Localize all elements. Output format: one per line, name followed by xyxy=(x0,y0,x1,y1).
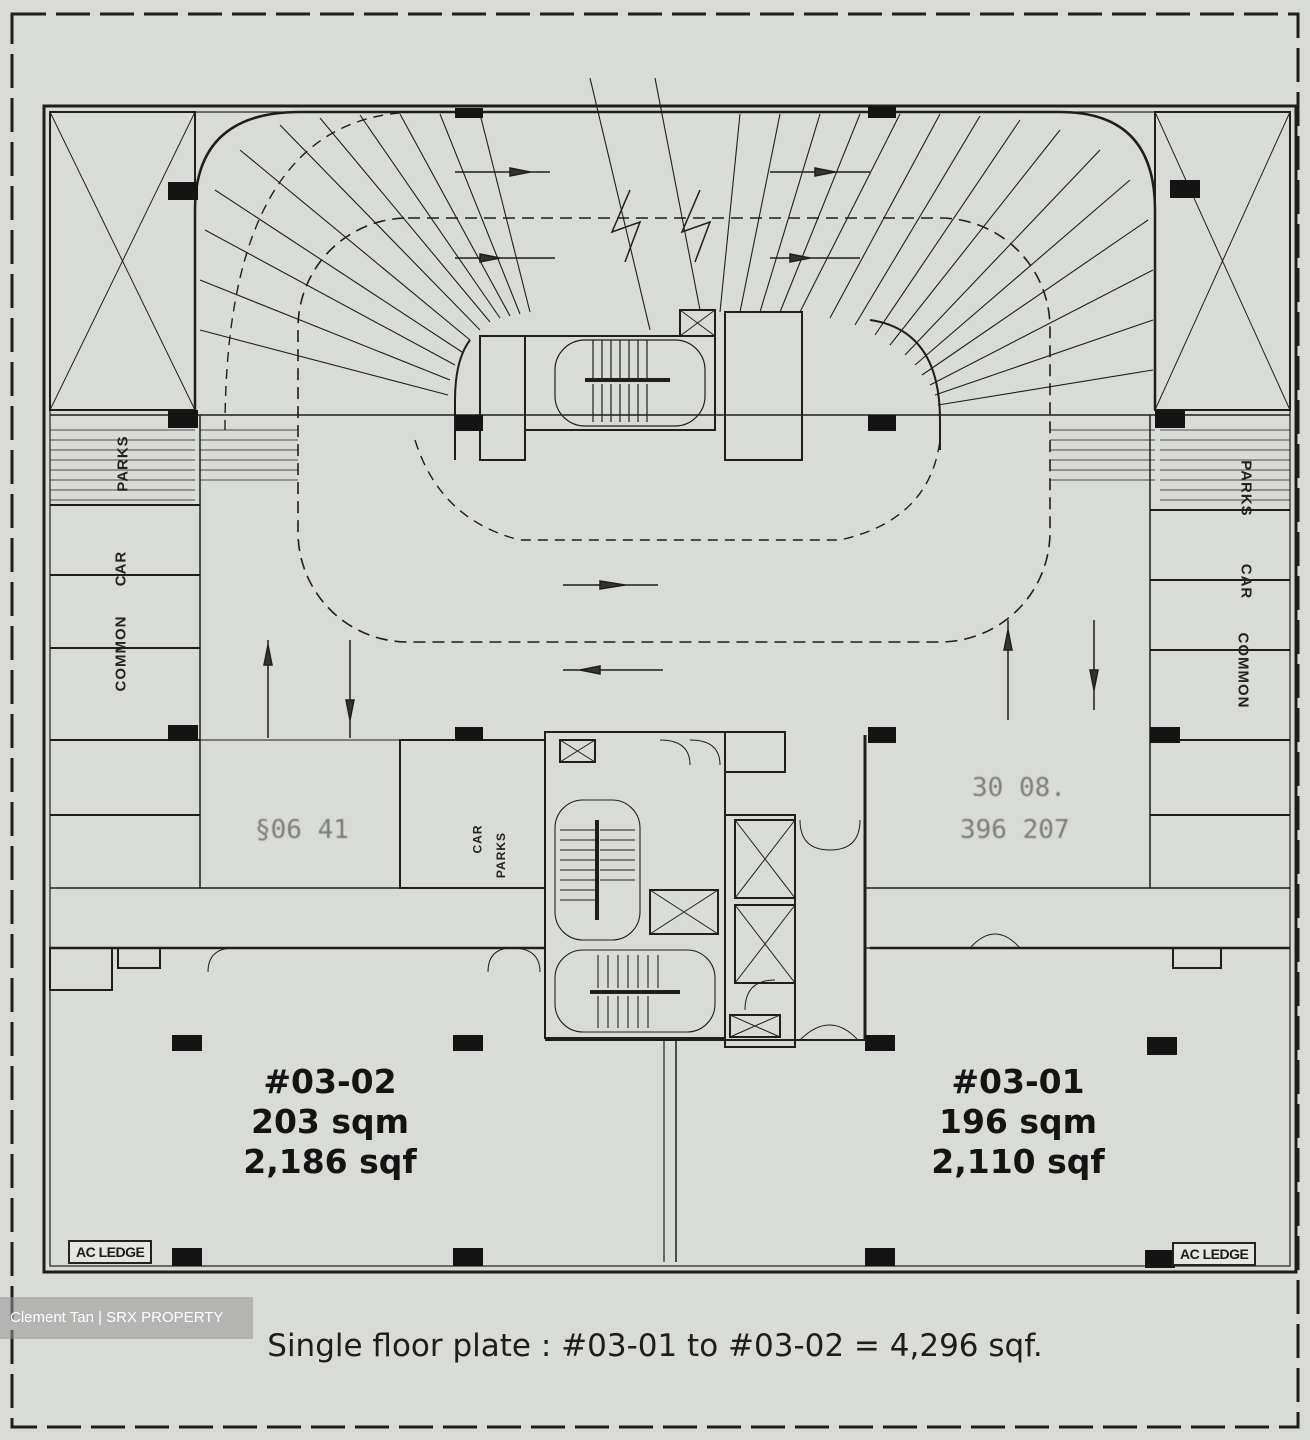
watermark: Clement Tan | SRX PROPERTY xyxy=(0,1297,253,1339)
stair-core-1 xyxy=(554,799,641,941)
carpark-label-center-parks: PARKS xyxy=(494,831,509,879)
unit-03-01-sqm: 196 sqm xyxy=(938,1102,1098,1141)
ghost-text-right-1: 30 08. xyxy=(972,773,1066,803)
ghost-text-left: §06 41 xyxy=(255,815,349,845)
unit-03-02-sqm: 203 sqm xyxy=(250,1102,410,1141)
carpark-label-right-car: CAR xyxy=(1237,563,1255,600)
carpark-label-left-car: CAR xyxy=(112,550,130,587)
site-boundary xyxy=(10,12,1300,1429)
carpark-label-center-car: CAR xyxy=(470,824,485,854)
unit-03-02-label: #03-02 203 sqm 2,186 sqf xyxy=(230,1062,430,1182)
stair-core-2 xyxy=(554,949,716,1033)
carpark-label-left-common: COMMON xyxy=(112,615,130,692)
unit-03-02-number: #03-02 xyxy=(263,1062,397,1101)
floor-plate-caption: Single floor plate : #03-01 to #03-02 = … xyxy=(267,1328,1043,1364)
central-core-island xyxy=(454,319,941,460)
stair-top xyxy=(554,339,706,427)
ghost-text-right-2: 396 207 xyxy=(960,815,1070,845)
ramp-outer xyxy=(193,110,1157,410)
unit-03-01-label: #03-01 196 sqm 2,110 sqf xyxy=(918,1062,1118,1182)
unit-03-01-number: #03-01 xyxy=(951,1062,1085,1101)
unit-03-01-sqf: 2,110 sqf xyxy=(931,1142,1105,1181)
unit-03-02-sqf: 2,186 sqf xyxy=(243,1142,417,1181)
building-outline xyxy=(42,104,1298,1274)
carpark-label-left-parks: PARKS xyxy=(114,435,132,492)
ac-ledge-right: AC LEDGE xyxy=(1172,1242,1257,1266)
carpark-label-right-common: COMMON xyxy=(1234,632,1252,709)
ac-ledge-left: AC LEDGE xyxy=(68,1240,153,1264)
carpark-label-right-parks: PARKS xyxy=(1237,460,1255,517)
